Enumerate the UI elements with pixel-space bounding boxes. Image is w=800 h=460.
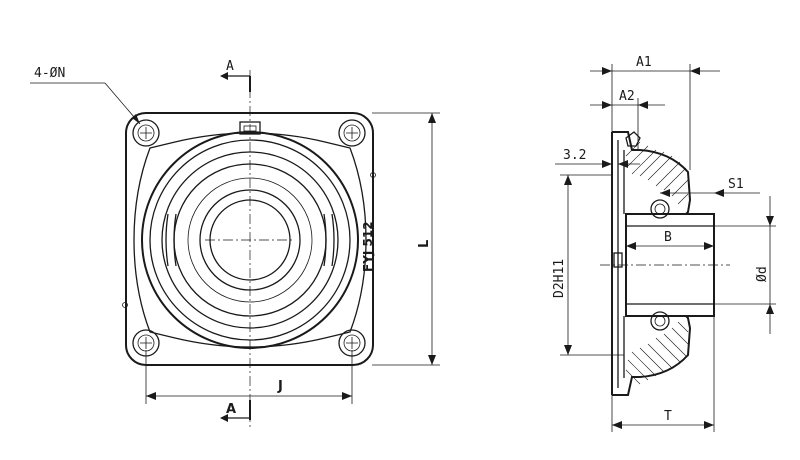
right-slot — [323, 213, 335, 267]
front-view: FYJ 512 A A 4-ØN L J — [30, 59, 440, 430]
ball-top — [650, 199, 670, 219]
bolt-hole-tr — [338, 119, 366, 147]
left-slot — [165, 213, 177, 267]
part-marking: FYJ 512 — [361, 221, 375, 272]
dim-3-2: 3.2 — [563, 148, 586, 163]
top-hatch — [625, 141, 689, 205]
dim-l: L — [417, 240, 432, 248]
dim-d: Ød — [755, 266, 770, 282]
housing-top-profile — [612, 131, 692, 215]
housing-bottom-profile — [612, 315, 692, 396]
dim-b: B — [664, 230, 672, 245]
section-mark-bottom: A — [226, 402, 236, 417]
flange-outline — [125, 112, 374, 366]
section-mark-top: A — [226, 59, 234, 74]
side-view: A1 A2 3.2 S1 B Ød D2 — [552, 55, 776, 432]
set-screw — [613, 252, 623, 268]
holes-label: 4-ØN — [34, 66, 65, 81]
dim-t: T — [664, 409, 672, 424]
dim-a2: A2 — [619, 89, 635, 104]
bottom-hatch — [625, 321, 689, 385]
dim-d2h11: D2H11 — [552, 259, 567, 298]
dim-j: J — [277, 379, 283, 394]
dim-a1: A1 — [636, 55, 652, 70]
dim-s1: S1 — [728, 177, 744, 192]
ball-bottom — [650, 311, 670, 331]
bolt-hole-tl — [132, 119, 160, 147]
flange-relief — [133, 132, 367, 348]
